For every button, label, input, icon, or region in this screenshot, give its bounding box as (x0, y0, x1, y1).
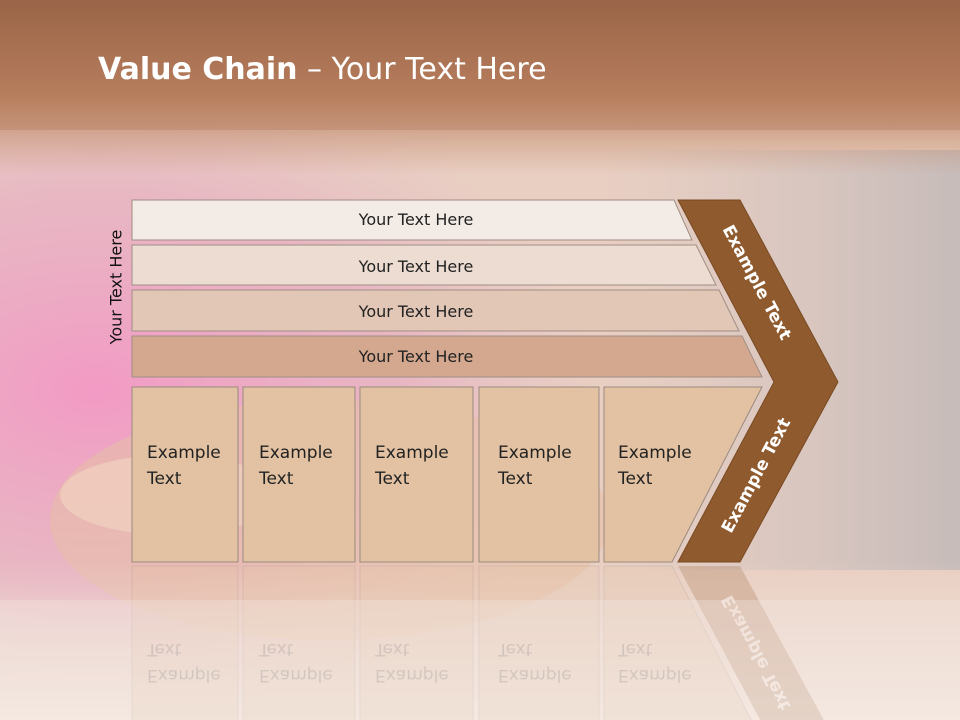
primary-box-2 (242, 386, 356, 563)
svg-text:Text: Text (146, 639, 182, 659)
primary-box-5-line2: Text (617, 469, 653, 489)
slide-title-rest: – Your Text Here (297, 52, 547, 87)
primary-box-3-line1: Example (375, 443, 449, 463)
support-row-1 (131, 199, 693, 241)
diagram-reflection: Example Text Example Text Example Text E… (131, 565, 824, 720)
primary-box-3-line2: Text (374, 469, 410, 489)
svg-text:Text: Text (497, 639, 533, 659)
primary-box-2-line1: Example (259, 443, 333, 463)
slide-title: Value Chain – Your Text Here (98, 52, 547, 87)
primary-box-1-line2: Text (146, 469, 182, 489)
support-row-3 (131, 289, 740, 332)
support-row-4-label: Your Text Here (358, 347, 474, 366)
svg-text:Example: Example (147, 665, 221, 685)
primary-box-1 (131, 386, 239, 563)
slide-title-bold: Value Chain (98, 52, 298, 87)
support-row-2-label: Your Text Here (358, 257, 474, 276)
primary-box-1-line1: Example (147, 443, 221, 463)
svg-text:Example: Example (498, 665, 572, 685)
support-row-3-label: Your Text Here (358, 302, 474, 321)
support-row-1-label: Your Text Here (358, 210, 474, 229)
support-row-4 (131, 335, 763, 378)
svg-text:Example: Example (375, 665, 449, 685)
primary-box-2-line2: Text (258, 469, 294, 489)
primary-box-3 (359, 386, 474, 563)
svg-text:Example: Example (618, 665, 692, 685)
chevron-arrow (677, 199, 839, 563)
svg-text:Example: Example (259, 665, 333, 685)
primary-box-4-line1: Example (498, 443, 572, 463)
svg-text:Text: Text (617, 639, 653, 659)
primary-box-5 (603, 386, 763, 563)
primary-box-5-line1: Example (618, 443, 692, 463)
svg-text:Text: Text (258, 639, 294, 659)
svg-text:Text: Text (374, 639, 410, 659)
primary-box-4-line2: Text (497, 469, 533, 489)
primary-box-4 (478, 386, 600, 563)
support-row-2 (131, 244, 717, 286)
